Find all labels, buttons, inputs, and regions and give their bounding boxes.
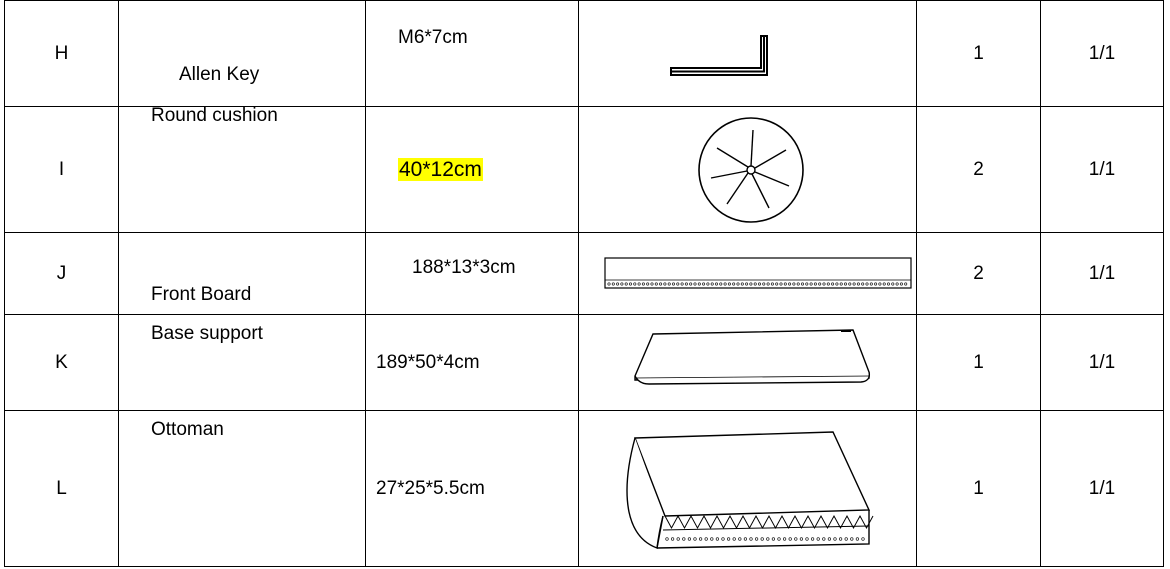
table-row: K Base support 189*50*4cm 1 1/1 <box>4 314 1164 411</box>
table-row: J Front Board 188*13*3cm 2 1/1 <box>4 232 1164 315</box>
part-name: Base support <box>118 314 366 411</box>
front-board-icon <box>604 256 912 289</box>
part-qty: 1 <box>916 410 1041 567</box>
part-letter: K <box>4 314 119 411</box>
part-name: Front Board <box>118 232 366 315</box>
part-size: 27*25*5.5cm <box>365 410 579 567</box>
part-picture <box>578 106 917 233</box>
part-name-text: Base support <box>151 323 263 344</box>
part-name-text: Round cushion <box>151 105 278 126</box>
part-name: Allen Key <box>118 0 366 107</box>
table-row: I Round cushion 40*12cm 2 1/1 <box>4 105 1164 233</box>
table-row: H Allen Key M6*7cm 1 1/1 <box>4 0 1164 107</box>
part-set: 1/1 <box>1040 232 1164 315</box>
part-qty: 1 <box>916 0 1041 107</box>
ottoman-icon <box>626 430 874 549</box>
part-name: Ottoman <box>118 410 366 567</box>
part-name: Round cushion <box>118 105 366 233</box>
part-set: 1/1 <box>1040 106 1164 233</box>
part-qty: 2 <box>916 106 1041 233</box>
part-size: 188*13*3cm <box>365 232 579 315</box>
part-picture <box>578 410 917 567</box>
highlighted-size: 40*12cm <box>398 157 483 181</box>
part-size: M6*7cm <box>365 0 579 107</box>
part-picture <box>578 232 917 315</box>
part-qty: 1 <box>916 314 1041 411</box>
part-qty: 2 <box>916 232 1041 315</box>
table-row: L Ottoman 27*25*5.5cm 1 1/1 <box>4 410 1164 567</box>
base-support-icon <box>634 328 871 385</box>
part-set: 1/1 <box>1040 410 1164 567</box>
part-letter: H <box>4 0 119 107</box>
part-set: 1/1 <box>1040 0 1164 107</box>
part-size: 40*12cm <box>365 106 579 233</box>
part-letter: L <box>4 410 119 567</box>
part-letter: I <box>4 106 119 233</box>
part-picture <box>578 0 917 107</box>
part-name-text: Ottoman <box>151 419 224 440</box>
parts-table: H Allen Key M6*7cm 1 1/1 I Round cushion… <box>4 0 1164 567</box>
part-set: 1/1 <box>1040 314 1164 411</box>
part-size: 189*50*4cm <box>365 314 579 411</box>
allen-key-icon <box>670 34 768 76</box>
part-letter: J <box>4 232 119 315</box>
round-cushion-icon <box>698 116 804 223</box>
part-picture <box>578 314 917 411</box>
